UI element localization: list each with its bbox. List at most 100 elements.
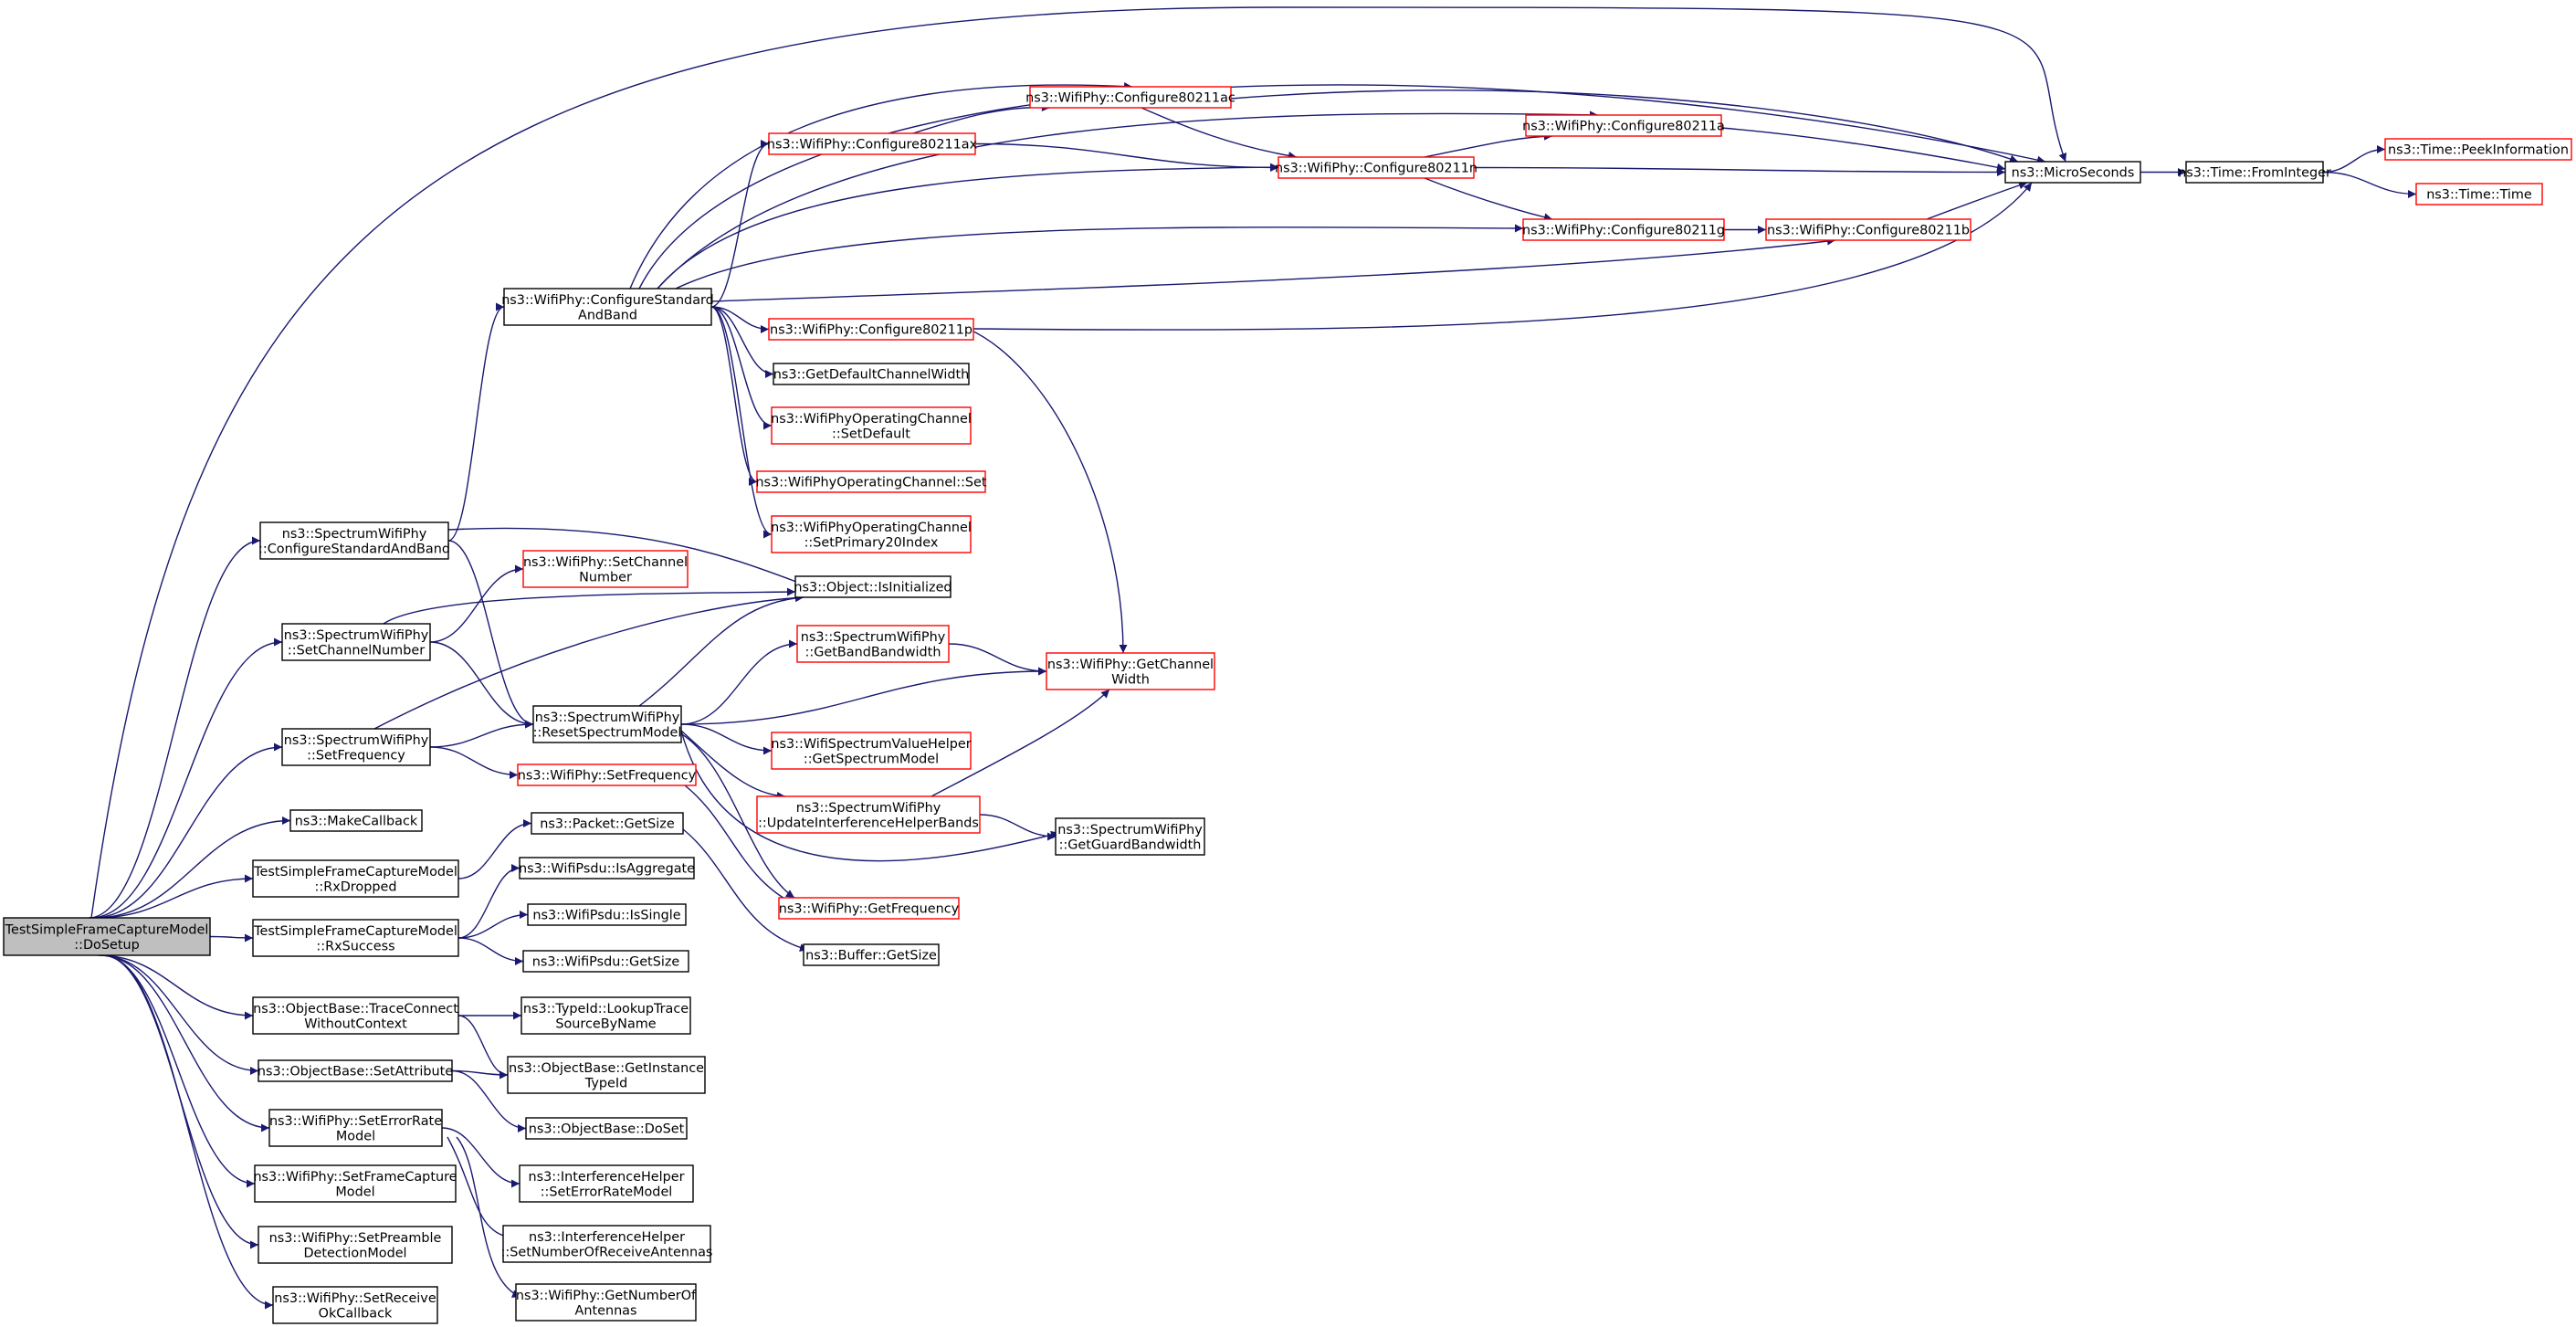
edge-setErrorRateModel-to-getNumberOfAntennas bbox=[456, 1136, 521, 1298]
edge-root-to-setChannelNumber bbox=[90, 637, 283, 919]
node-box bbox=[252, 996, 459, 1035]
node-label-line: ::SetPrimary20Index bbox=[804, 535, 939, 550]
node-box bbox=[2384, 138, 2572, 161]
node-psduIsSingle[interactable]: ns3::WifiPsdu::IsSingle bbox=[527, 903, 687, 926]
edge-wifiPhyConfigureStandardAndBand-to-configure80211g bbox=[675, 224, 1524, 290]
node-getGuardBandwidth[interactable]: ns3::SpectrumWifiPhy::GetGuardBandwidth bbox=[1055, 817, 1205, 856]
node-resetSpectrumModel[interactable]: ns3::SpectrumWifiPhy::ResetSpectrumModel bbox=[532, 705, 682, 743]
node-setErrorRateModel[interactable]: ns3::WifiPhy::SetErrorRateModel bbox=[268, 1109, 443, 1147]
node-label-line: ns3::WifiPhy::SetPreamble bbox=[269, 1231, 442, 1246]
node-rxDropped[interactable]: TestSimpleFrameCaptureModel::RxDropped bbox=[252, 859, 459, 898]
node-label-line: ns3::WifiPsdu::IsSingle bbox=[532, 909, 680, 923]
node-label-line: ns3::SpectrumWifiPhy bbox=[284, 628, 429, 643]
edge-getBandBandwidth-to-getChannelWidth bbox=[948, 643, 1047, 676]
edge-root-to-setErrorRateModel bbox=[100, 954, 270, 1132]
node-label-line: ns3::WifiPhy::SetFrequency bbox=[518, 769, 697, 784]
node-label-line: ns3::WifiPhy::GetFrequency bbox=[779, 902, 960, 917]
node-wifiPhyGetFrequency[interactable]: ns3::WifiPhy::GetFrequency bbox=[778, 897, 960, 920]
node-packetGetSize[interactable]: ns3::Packet::GetSize bbox=[531, 812, 684, 835]
node-box bbox=[527, 903, 687, 926]
node-doSet[interactable]: ns3::ObjectBase::DoSet bbox=[525, 1117, 688, 1140]
node-microSeconds[interactable]: ns3::MicroSeconds bbox=[2004, 161, 2141, 184]
node-ihSetNumberOfReceiveAntennas[interactable]: ns3::InterferenceHelper::SetNumberOfRece… bbox=[501, 1225, 713, 1263]
node-psduIsAggregate[interactable]: ns3::WifiPsdu::IsAggregate bbox=[519, 857, 695, 879]
node-label-line: ns3::WifiPhy::SetReceive bbox=[274, 1291, 436, 1306]
node-label-line: ns3::GetDefaultChannelWidth bbox=[773, 368, 970, 383]
edge-rxSuccess-to-psduIsAggregate bbox=[457, 864, 520, 939]
node-configure80211n[interactable]: ns3::WifiPhy::Configure80211n bbox=[1275, 156, 1477, 179]
node-label-line: ns3::InterferenceHelper bbox=[529, 1230, 685, 1245]
node-isInitialized[interactable]: ns3::Object::IsInitialized bbox=[794, 575, 952, 598]
node-label-line: ns3::ObjectBase::GetInstance bbox=[509, 1061, 704, 1076]
node-label-line: ns3::WifiPhy::GetNumberOf bbox=[516, 1289, 697, 1303]
edge-configure80211b-to-microSeconds bbox=[1926, 181, 2028, 220]
node-getBandBandwidth[interactable]: ns3::SpectrumWifiPhy::GetBandBandwidth bbox=[796, 625, 950, 663]
edge-rxDropped-to-packetGetSize bbox=[457, 819, 532, 879]
node-setAttribute[interactable]: ns3::ObjectBase::SetAttribute bbox=[258, 1059, 453, 1082]
node-wifiPhyConfigureStandardAndBand[interactable]: ns3::WifiPhy::ConfigureStandardAndBand bbox=[501, 288, 714, 326]
node-traceConnect[interactable]: ns3::ObjectBase::TraceConnectWithoutCont… bbox=[252, 996, 459, 1035]
node-timePeekInformation[interactable]: ns3::Time::PeekInformation bbox=[2384, 138, 2572, 161]
edge-timeFromInteger-to-timeTime bbox=[2322, 171, 2417, 198]
node-rxSuccess[interactable]: TestSimpleFrameCaptureModel::RxSuccess bbox=[252, 919, 459, 957]
edge-resetSpectrumModel-to-getGuardBandwidth bbox=[680, 730, 1060, 862]
node-opChannelSetPrimary20Index[interactable]: ns3::WifiPhyOperatingChannel::SetPrimary… bbox=[771, 515, 972, 553]
node-label-line: ns3::Time::FromInteger bbox=[2178, 166, 2331, 181]
node-configure80211a[interactable]: ns3::WifiPhy::Configure80211a bbox=[1522, 114, 1725, 137]
node-label-line: ns3::WifiPhy::Configure80211n bbox=[1275, 162, 1477, 176]
node-label-line: TestSimpleFrameCaptureModel bbox=[253, 924, 457, 939]
node-setChannelNumber[interactable]: ns3::SpectrumWifiPhy::SetChannelNumber bbox=[281, 623, 431, 661]
node-getDefaultChannelWidth[interactable]: ns3::GetDefaultChannelWidth bbox=[773, 363, 970, 385]
node-label-line: ns3::TypeId::LookupTrace bbox=[523, 1002, 689, 1016]
edge-root-to-rxDropped bbox=[95, 874, 254, 919]
node-updateInterferenceHelperBands[interactable]: ns3::SpectrumWifiPhy::UpdateInterference… bbox=[756, 795, 981, 834]
node-label-line: OkCallback bbox=[319, 1306, 393, 1321]
edge-packetGetSize-to-bufferGetSize bbox=[682, 828, 809, 953]
node-ihSetErrorRateModel[interactable]: ns3::InterferenceHelper::SetErrorRateMod… bbox=[519, 1164, 694, 1203]
node-box bbox=[773, 363, 970, 385]
node-getSpectrumModel[interactable]: ns3::WifiSpectrumValueHelper::GetSpectru… bbox=[771, 732, 972, 770]
node-label-line: ns3::WifiPhyOperatingChannel bbox=[771, 412, 972, 427]
node-makeCallback[interactable]: ns3::MakeCallback bbox=[289, 809, 423, 832]
edge-setAttribute-to-doSet bbox=[451, 1069, 527, 1132]
node-wifiPhySetChannelNumber[interactable]: ns3::WifiPhy::SetChannelNumber bbox=[522, 550, 689, 588]
node-setFrequency[interactable]: ns3::SpectrumWifiPhy::SetFrequency bbox=[281, 728, 431, 766]
node-configure80211p[interactable]: ns3::WifiPhy::Configure80211p bbox=[768, 318, 974, 341]
node-configure80211g[interactable]: ns3::WifiPhy::Configure80211g bbox=[1522, 218, 1725, 241]
node-configure80211ac[interactable]: ns3::WifiPhy::Configure80211ac bbox=[1025, 86, 1235, 109]
node-root[interactable]: TestSimpleFrameCaptureModel::DoSetup bbox=[3, 917, 211, 956]
edge-wifiPhyConfigureStandardAndBand-to-opChannelSetDefault bbox=[710, 306, 773, 430]
node-label-line: ns3::ObjectBase::DoSet bbox=[529, 1122, 685, 1137]
node-box bbox=[1277, 156, 1475, 179]
node-box bbox=[796, 625, 950, 663]
node-timeFromInteger[interactable]: ns3::Time::FromInteger bbox=[2178, 161, 2331, 184]
node-timeTime[interactable]: ns3::Time::Time bbox=[2415, 183, 2543, 205]
node-opChannelSet[interactable]: ns3::WifiPhyOperatingChannel::Set bbox=[755, 470, 987, 493]
node-psduGetSize[interactable]: ns3::WifiPsdu::GetSize bbox=[522, 950, 689, 973]
node-label-line: DetectionModel bbox=[303, 1246, 406, 1260]
node-bufferGetSize[interactable]: ns3::Buffer::GetSize bbox=[803, 943, 940, 966]
node-configure80211b[interactable]: ns3::WifiPhy::Configure80211b bbox=[1765, 218, 1971, 241]
node-label-line: ::RxSuccess bbox=[316, 939, 394, 953]
node-configure80211ax[interactable]: ns3::WifiPhy::Configure80211ax bbox=[767, 132, 978, 155]
edge-wifiPhySetFrequency-to-wifiPhyGetFrequency bbox=[684, 785, 795, 905]
edge-configure80211ax-to-configure80211ac bbox=[912, 102, 1051, 134]
node-box bbox=[768, 318, 974, 341]
edge-wifiPhyConfigureStandardAndBand-to-configure80211a bbox=[657, 111, 1599, 290]
edge-wifiPhyConfigureStandardAndBand-to-configure80211p bbox=[710, 306, 770, 333]
edge-root-to-rxSuccess bbox=[209, 933, 254, 943]
node-configureStandardAndBand[interactable]: ns3::SpectrumWifiPhy::ConfigureStandardA… bbox=[258, 521, 450, 560]
edge-setChannelNumber-to-wifiPhySetChannelNumber bbox=[429, 564, 524, 643]
edge-setFrequency-to-resetSpectrumModel bbox=[429, 720, 534, 748]
node-box bbox=[520, 996, 691, 1035]
node-opChannelSetDefault[interactable]: ns3::WifiPhyOperatingChannel::SetDefault bbox=[771, 406, 972, 445]
node-label-line: ns3::SpectrumWifiPhy bbox=[1057, 823, 1203, 837]
node-wifiPhySetFrequency[interactable]: ns3::WifiPhy::SetFrequency bbox=[517, 764, 697, 786]
